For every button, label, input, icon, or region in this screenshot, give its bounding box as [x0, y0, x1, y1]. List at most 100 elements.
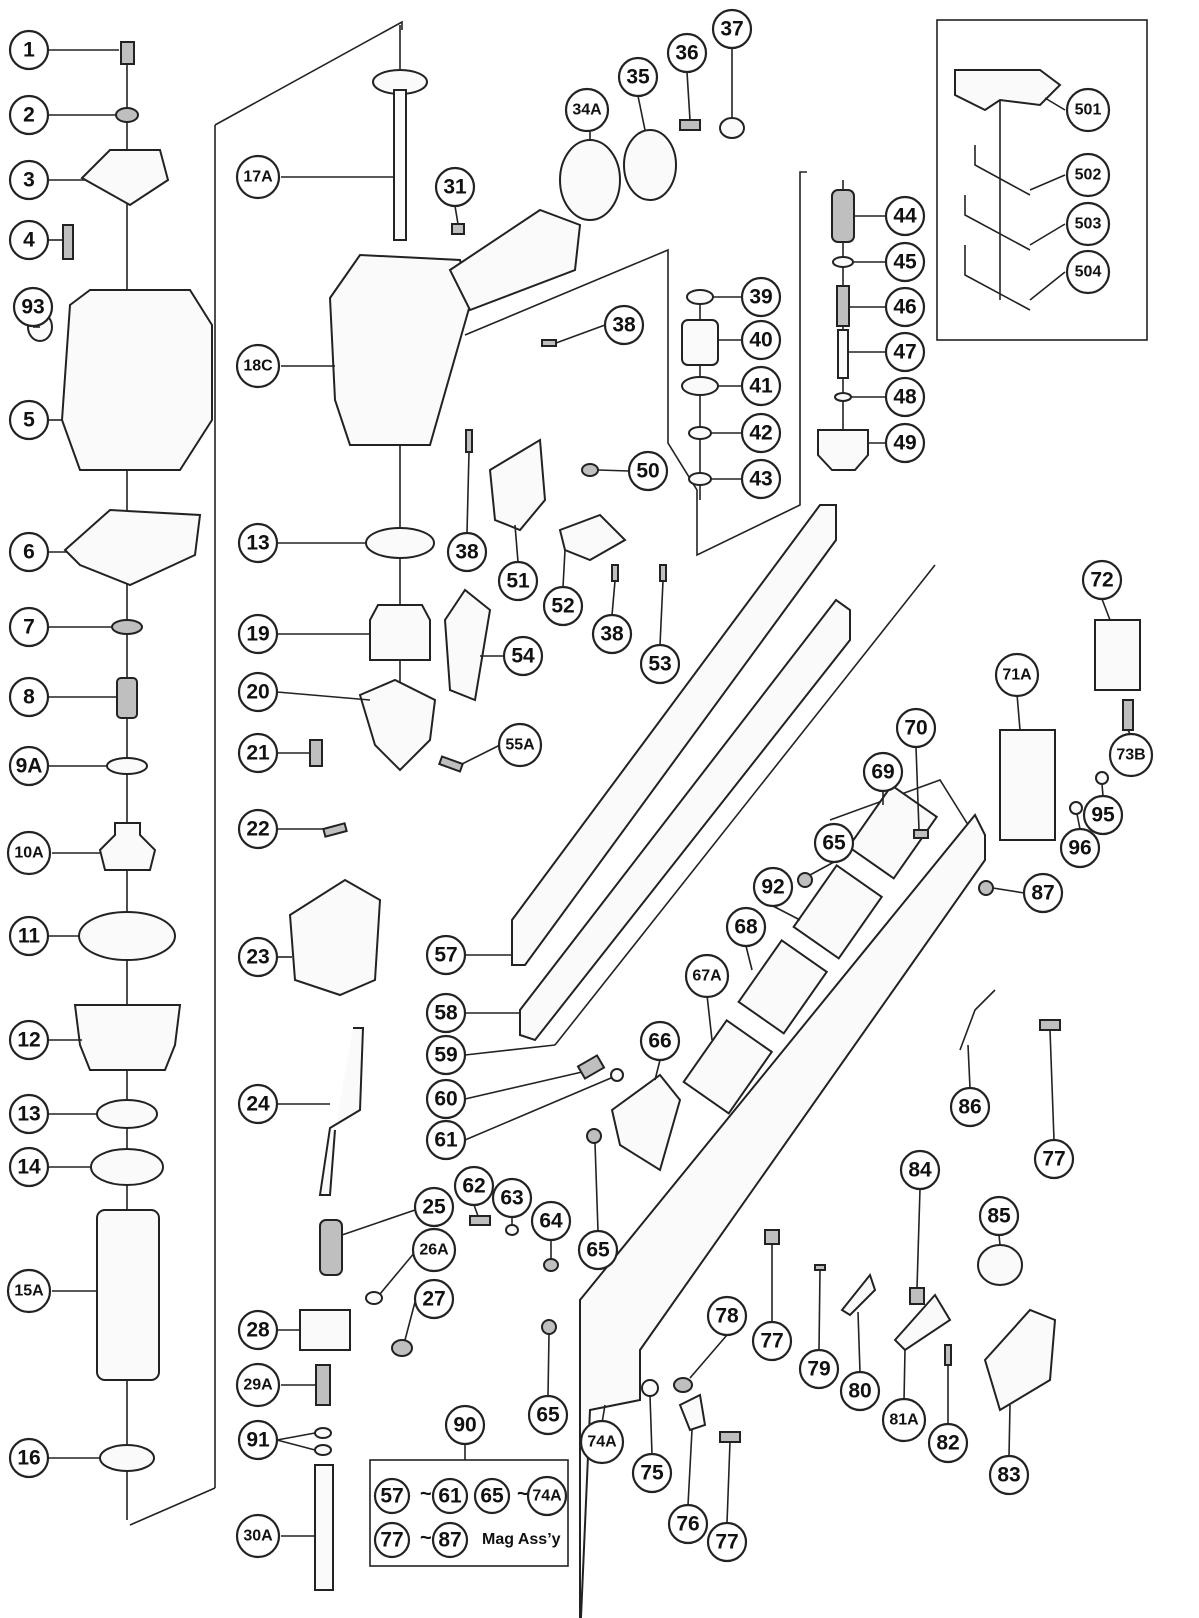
callout-circle	[1033, 1138, 1075, 1180]
callout-circle	[899, 1149, 941, 1191]
accessory-box	[936, 19, 1148, 341]
callout-c34A: 34A	[564, 87, 610, 133]
part-18C-handle	[448, 208, 582, 312]
callout-label: 63	[500, 1187, 523, 1210]
part-504-hex-key	[964, 245, 1031, 311]
callout-c27: 27	[413, 1278, 455, 1320]
callout-label: 44	[893, 205, 917, 228]
part-14-oring	[90, 1148, 164, 1186]
callout-circle	[1108, 732, 1154, 778]
callout-label: 28	[246, 1319, 270, 1342]
part-22-pin	[322, 822, 348, 838]
part-41-oring	[681, 376, 719, 396]
part-95-washer	[1095, 771, 1109, 785]
callout-circle	[813, 822, 855, 864]
part-70-screw	[913, 829, 929, 839]
kit-tilde-3: ~	[420, 1527, 432, 1549]
callout-circle	[988, 1454, 1030, 1496]
callout-label: 26A	[419, 1242, 449, 1259]
part-91a-washer	[314, 1427, 332, 1439]
callout-c29A: 29A	[235, 1362, 281, 1408]
leader-lines	[33, 48, 1132, 1537]
part-82-pin	[944, 1344, 952, 1366]
callout-circle	[8, 531, 50, 573]
part-20-valve-body	[358, 678, 437, 772]
callout-label: 15A	[14, 1283, 44, 1300]
callout-circle	[8, 915, 50, 957]
part-91b-washer	[314, 1444, 332, 1456]
callout-circle	[617, 56, 659, 98]
callout-circle	[994, 652, 1040, 698]
callout-c90: 90	[444, 1404, 486, 1446]
callout-circle	[502, 635, 544, 677]
callout-c86: 86	[949, 1086, 991, 1128]
callout-label: 503	[1075, 216, 1102, 233]
part-51-plate	[488, 438, 547, 532]
part-81A-lever	[893, 1293, 952, 1352]
callout-circle	[235, 154, 281, 200]
callout-circle	[740, 319, 782, 361]
callout-c84: 84	[899, 1149, 941, 1191]
callout-c65c: 65	[527, 1394, 569, 1436]
callout-c67A: 67A	[684, 953, 730, 999]
part-3-cap	[80, 149, 170, 207]
callout-label: 22	[246, 818, 269, 841]
part-74A-magazine-body	[579, 813, 986, 1618]
callout-circle	[491, 1177, 533, 1219]
callout-circle	[627, 450, 669, 492]
callout-label: 35	[626, 66, 650, 89]
callout-c5: 5	[8, 399, 50, 441]
callout-circle	[884, 195, 926, 237]
callout-c53: 53	[639, 643, 681, 685]
callout-label: 67A	[692, 968, 722, 985]
part-30A-contact-arm	[314, 1464, 334, 1591]
callout-circle	[881, 1397, 927, 1443]
callout-c37: 37	[711, 8, 753, 50]
callout-circle	[237, 1309, 279, 1351]
callout-label: 16	[17, 1447, 40, 1470]
callout-circle	[530, 1200, 572, 1242]
callout-label: 53	[648, 653, 671, 676]
callout-circle	[579, 1419, 625, 1465]
callout-circle	[740, 412, 782, 454]
callout-circle	[235, 1362, 281, 1408]
callout-c63: 63	[491, 1177, 533, 1219]
callout-c44: 44	[884, 195, 926, 237]
callout-label: 77	[1042, 1148, 1065, 1171]
callout-label: 502	[1075, 167, 1102, 184]
callout-label: 25	[422, 1196, 446, 1219]
callout-circle	[1081, 559, 1123, 601]
part-69-label	[847, 783, 939, 880]
part-62-bolt	[469, 1215, 491, 1226]
callout-circle	[8, 745, 50, 787]
part-64-nut	[543, 1258, 559, 1272]
callout-label: 49	[893, 432, 916, 455]
part-96-washer	[1069, 801, 1083, 815]
callout-label: 93	[21, 296, 44, 319]
callout-circle	[1065, 201, 1111, 247]
callout-circle	[862, 751, 904, 793]
callout-circle	[8, 219, 50, 261]
callout-circle	[425, 1078, 467, 1120]
callout-c69: 69	[862, 751, 904, 793]
callout-circle	[444, 1404, 486, 1446]
part-29A-spring	[315, 1364, 331, 1406]
callout-label: 61	[434, 1129, 458, 1152]
callout-c68: 68	[725, 906, 767, 948]
callout-label: 504	[1075, 264, 1102, 281]
callout-circle	[453, 1165, 495, 1207]
magazine-parts	[469, 504, 1141, 1618]
part-40-seal	[681, 319, 719, 366]
callout-c48: 48	[884, 376, 926, 418]
part-13-oring	[96, 1099, 158, 1129]
part-87-nut	[978, 880, 994, 896]
part-27-pin	[391, 1339, 413, 1357]
callout-c23: 23	[237, 936, 279, 978]
part-50-spring	[581, 463, 599, 477]
callout-c15A: 15A	[6, 1268, 52, 1314]
callout-circle	[1082, 794, 1124, 836]
callout-c504: 504	[1065, 249, 1111, 295]
part-26A-oring	[365, 1291, 383, 1305]
callout-label: 85	[987, 1205, 1011, 1228]
callout-circle	[237, 936, 279, 978]
